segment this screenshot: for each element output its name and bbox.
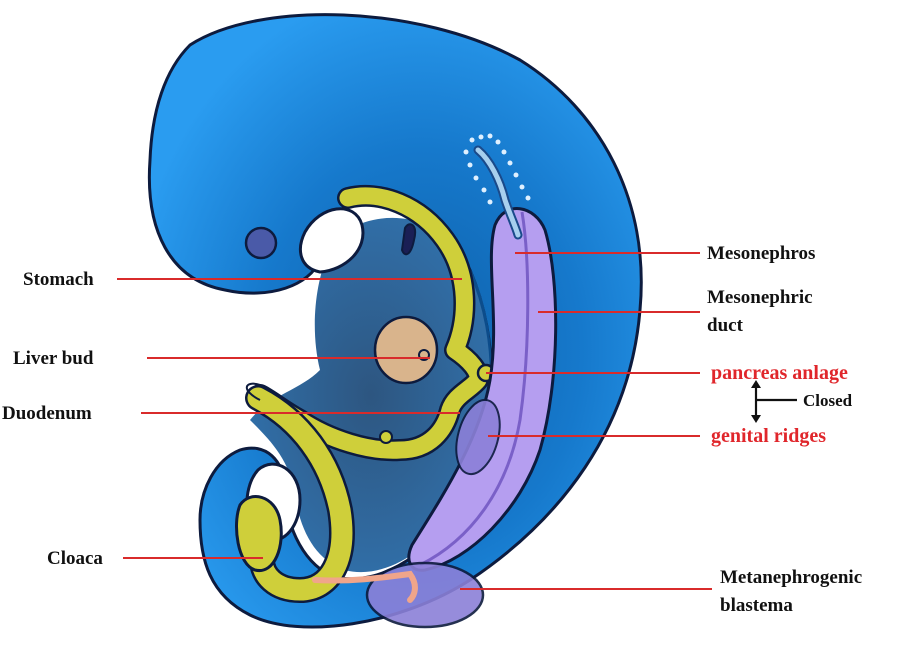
inner-cavity — [250, 217, 492, 573]
duodenal-bump — [379, 430, 393, 444]
closed-indicator — [751, 380, 797, 423]
head-notch — [299, 207, 365, 274]
label-stomach: Stomach — [23, 269, 94, 290]
arrow-down — [751, 415, 761, 423]
label-metanephrogenic-line2: blastema — [720, 595, 793, 616]
cloaca-shape — [235, 495, 283, 572]
metanephrogenic-shape — [365, 561, 485, 629]
label-duodenum: Duodenum — [2, 403, 92, 424]
mesonephros-group — [312, 207, 558, 629]
pointer-lines — [117, 252, 712, 590]
label-mesonephric-duct-line1: Mesonephric — [707, 287, 813, 308]
ureteric-bud — [312, 570, 418, 603]
label-pancreas-anlage: pancreas anlage — [711, 362, 848, 384]
pronephros-dots — [463, 133, 531, 240]
label-mesonephric-duct-line2: duct — [707, 315, 744, 336]
liver-stalk — [418, 349, 430, 361]
label-closed: Closed — [803, 391, 853, 410]
allantois — [245, 382, 261, 401]
liver-bud-shape — [373, 315, 439, 385]
label-cloaca: Cloaca — [47, 548, 103, 569]
label-liver-bud: Liver bud — [13, 348, 94, 369]
arrow-up — [751, 380, 761, 388]
mesonephric-duct-line — [419, 211, 530, 567]
stomach-notch — [400, 223, 416, 256]
gut-tube — [235, 184, 496, 604]
genital-ridge-shape — [455, 398, 501, 476]
eye-spot — [244, 226, 278, 260]
label-mesonephros: Mesonephros — [707, 243, 815, 264]
label-metanephrogenic-line1: Metanephrogenic — [720, 567, 862, 588]
label-genital-ridges: genital ridges — [711, 425, 826, 447]
